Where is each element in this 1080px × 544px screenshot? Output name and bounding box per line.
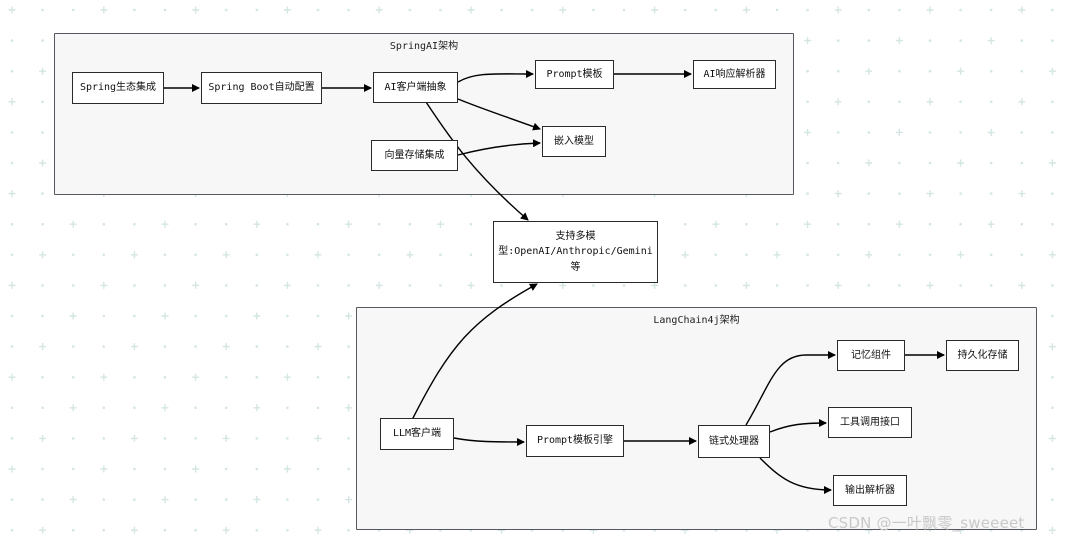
watermark-text: CSDN @一叶飘零_sweeeet	[828, 514, 1025, 532]
langchain4j-architecture-group: LangChain4j架构	[356, 307, 1037, 530]
springai-group-title: SpringAI架构	[389, 41, 459, 52]
node-llm-client[interactable]: LLM客户端	[380, 418, 454, 450]
node-multi-model-support[interactable]: 支持多模型:OpenAI/Anthropic/Gemini等	[493, 221, 658, 283]
node-tool-call-interface[interactable]: 工具调用接口	[828, 407, 912, 438]
node-prompt-template[interactable]: Prompt模板	[535, 60, 614, 89]
node-spring-boot-autoconfig[interactable]: Spring Boot自动配置	[201, 72, 322, 104]
node-embedding-model[interactable]: 嵌入模型	[542, 126, 606, 157]
node-prompt-template-engine[interactable]: Prompt模板引擎	[526, 425, 624, 457]
node-output-parser[interactable]: 输出解析器	[833, 475, 907, 506]
node-ai-response-parser[interactable]: AI响应解析器	[693, 60, 776, 89]
node-memory-component[interactable]: 记忆组件	[837, 340, 905, 371]
node-chain-processor[interactable]: 链式处理器	[698, 425, 770, 458]
node-spring-ecosystem[interactable]: Spring生态集成	[72, 72, 164, 104]
node-ai-client-abstraction[interactable]: AI客户端抽象	[373, 72, 458, 103]
node-vector-store[interactable]: 向量存储集成	[371, 140, 458, 171]
langchain4j-group-title: LangChain4j架构	[653, 315, 740, 326]
node-persistent-storage[interactable]: 持久化存储	[946, 340, 1019, 371]
